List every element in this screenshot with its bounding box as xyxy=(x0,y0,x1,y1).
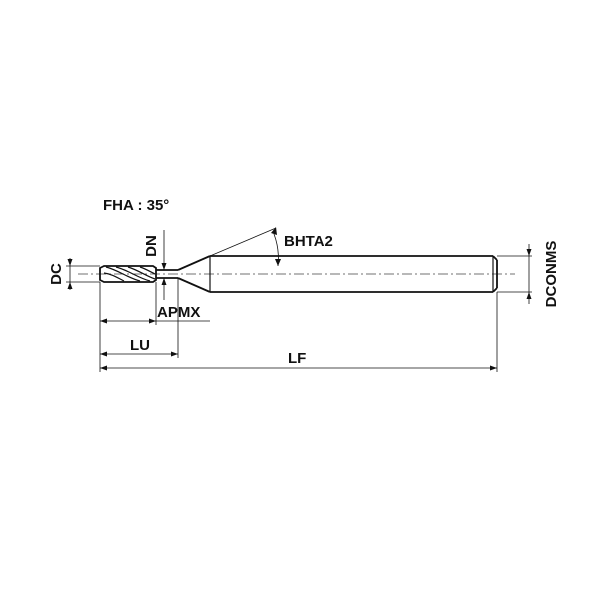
lf-dimension xyxy=(100,365,497,371)
lf-label: LF xyxy=(288,350,306,367)
dconms-label: DCONMS xyxy=(543,241,560,308)
apmx-dimension xyxy=(100,318,210,324)
tool-outline xyxy=(99,255,498,293)
lu-dimension xyxy=(100,351,178,357)
dc-label: DC xyxy=(48,263,65,285)
fha-label: FHA : 35° xyxy=(103,197,169,214)
bhta2-label: BHTA2 xyxy=(284,233,333,250)
dn-label: DN xyxy=(143,235,160,257)
apmx-label: APMX xyxy=(157,304,200,321)
dn-dimension xyxy=(161,230,167,300)
dconms-dimension xyxy=(497,244,532,304)
dc-dimension xyxy=(66,258,100,290)
bhta2-dimension xyxy=(209,227,281,267)
lu-label: LU xyxy=(130,337,150,354)
